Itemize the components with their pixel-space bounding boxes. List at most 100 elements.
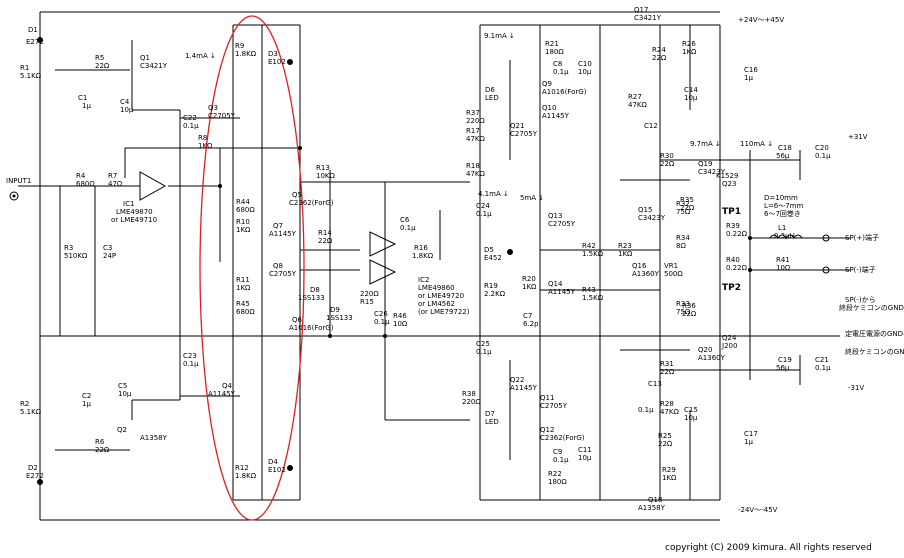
label-d7v: LED [485, 418, 499, 426]
label-r40v: 0.22Ω [726, 264, 748, 272]
label-q7: Q7 [273, 222, 283, 230]
label-q21: Q21 [510, 122, 524, 130]
label-c14v: 10μ [684, 94, 698, 102]
label-c17: C17 [744, 430, 758, 438]
label-r37: R37 [466, 109, 480, 117]
label-lcoil: L=6～7mm [764, 202, 803, 210]
label-c20: C20 [815, 144, 829, 152]
label-r11v: 1KΩ [236, 284, 251, 292]
label-r19: R19 [484, 282, 498, 290]
label-i5: 5mA ↓ [520, 194, 544, 202]
label-r18: R18 [466, 162, 480, 170]
label-i110: 110mA ↓ [740, 140, 773, 148]
label-i97: 9.7mA ↓ [690, 140, 721, 148]
label-q3: Q3 [208, 104, 218, 112]
label-q14v: A1145Y [548, 288, 576, 296]
label-q1v: C3421Y [140, 62, 168, 70]
label-r22: R22 [548, 470, 562, 478]
label-q17: Q17 [634, 6, 648, 14]
label-r12v: 1.8KΩ [235, 472, 257, 480]
label-r38v: 220Ω [462, 398, 481, 406]
label-d5v: E452 [484, 254, 502, 262]
label-q4v: A1145Y [208, 390, 236, 398]
label-r39: R39 [726, 222, 740, 230]
label-q2v: A1358Y [140, 434, 168, 442]
label-q8v: C2705Y [269, 270, 297, 278]
label-ic2v: LME49860 [418, 284, 455, 292]
label-r23: R23 [618, 242, 632, 250]
label-c18: C18 [778, 144, 792, 152]
label-r3: R3 [64, 244, 73, 252]
label-c21: C21 [815, 356, 829, 364]
label-r29v: 1KΩ [662, 474, 677, 482]
ic2b-opamp-icon [369, 259, 397, 285]
label-q23: Q23 [722, 180, 736, 188]
label-c24v: 0.1μ [476, 210, 492, 218]
label-l1: L1 [778, 224, 786, 232]
label-q16: Q16 [632, 262, 647, 270]
label-m31: -31V [848, 384, 864, 392]
label-c22: C22 [183, 114, 197, 122]
label-c7: C7 [523, 312, 532, 320]
label-r26: R26 [682, 40, 696, 48]
label-r33v: 75Ω [676, 308, 691, 316]
label-q17v: C3421Y [634, 14, 662, 22]
label-r39v: 0.22Ω [726, 230, 748, 238]
label-r5v: 22Ω [95, 62, 110, 70]
label-q16v: A1360Y [632, 270, 660, 278]
ic1-opamp-icon [139, 171, 167, 201]
label-r4: R4 [76, 172, 86, 180]
label-r8: R8 [198, 134, 207, 142]
label-c1: C1 [78, 94, 87, 102]
label-r15: R15 [360, 298, 374, 306]
label-r16v: 1.8KΩ [412, 252, 434, 260]
label-r20v: 1KΩ [522, 283, 537, 291]
label-c3v: 24P [103, 252, 116, 260]
label-q19: Q19 [698, 160, 712, 168]
label-q4: Q4 [222, 382, 233, 390]
label-r10: R10 [236, 218, 250, 226]
label-ic2: IC2 [418, 276, 429, 284]
label-vp: +24V～+45V [738, 16, 784, 24]
label-r40: R40 [726, 256, 740, 264]
label-q13: Q13 [548, 212, 562, 220]
label-c4v: 10μ [120, 106, 134, 114]
label-c4: C4 [120, 98, 130, 106]
label-q18v: A1358Y [638, 504, 666, 512]
label-r34v: 8Ω [676, 242, 686, 250]
label-c15: C15 [684, 406, 698, 414]
label-q12: Q12 [540, 426, 554, 434]
label-q14: Q14 [548, 280, 563, 288]
sp-plus-terminal-icon [822, 234, 830, 242]
label-c13v: 0.1μ [638, 406, 654, 414]
label-r28: R28 [660, 400, 674, 408]
label-r42: R42 [582, 242, 596, 250]
label-q11: Q11 [540, 394, 554, 402]
label-d8: D8 [310, 286, 320, 294]
label-vm: -24V～-45V [738, 506, 778, 514]
label-r21v: 180Ω [545, 48, 564, 56]
label-d1: D1 [28, 26, 38, 34]
label-d6v: LED [485, 94, 499, 102]
label-ic2v4: (or LME79722) [418, 308, 470, 316]
label-q6: Q6 [292, 316, 303, 324]
label-r31: R31 [660, 360, 674, 368]
label-ic1v2: or LME49710 [111, 216, 157, 224]
label-r30v: 22Ω [660, 160, 675, 168]
label-turns: 6～7回巻き [764, 209, 801, 218]
label-c2v: 1μ [82, 400, 91, 408]
label-c10: C10 [578, 60, 592, 68]
label-c15v: 10μ [684, 414, 698, 422]
label-r14: R14 [318, 229, 332, 237]
label-d8v: 1SS133 [298, 294, 325, 302]
label-spp: SP(+)端子 [845, 233, 879, 242]
label-ic1: IC1 [123, 200, 134, 208]
label-q9v: A1016(ForG) [542, 88, 587, 96]
label-vr1v: 500Ω [664, 270, 683, 278]
sp-minus-terminal-icon [822, 266, 830, 274]
label-r4v: 680Ω [76, 180, 95, 188]
label-r25v: 22Ω [658, 440, 673, 448]
junctions [37, 37, 752, 485]
label-r9: R9 [235, 42, 244, 50]
ic2a-opamp-icon [369, 231, 397, 257]
